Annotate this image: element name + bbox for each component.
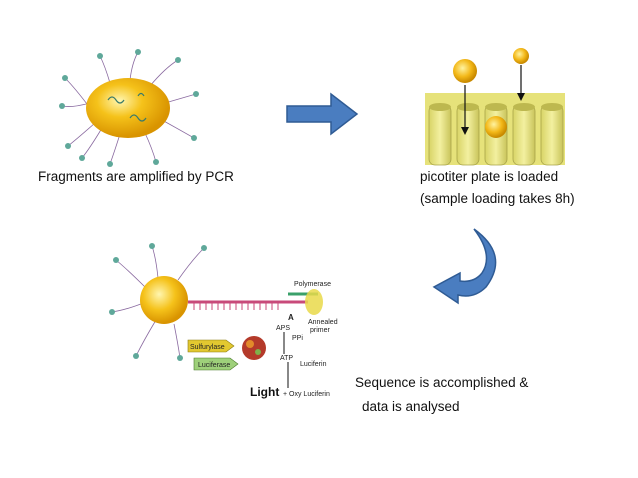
pcr-bead-illustration — [59, 49, 199, 167]
label-light: Light — [250, 385, 279, 399]
pyrosequencing-illustration: Polymerase A Annealed primer APS PPi ATP… — [109, 243, 338, 399]
right-arrow-icon — [286, 92, 359, 136]
curved-arrow-icon — [432, 228, 497, 305]
label-annealed: Annealed — [308, 319, 338, 326]
step2-caption-line2: (sample loading takes 8h) — [420, 191, 575, 206]
step3-caption-line2: data is analysed — [362, 399, 460, 414]
label-atp: ATP — [280, 355, 293, 362]
label-polymerase: Polymerase — [294, 281, 331, 288]
label-luciferin: Luciferin — [300, 361, 327, 368]
step2-caption-line1: picotiter plate is loaded — [420, 169, 559, 184]
label-luciferase: Luciferase — [198, 362, 230, 369]
step3-caption-line1: Sequence is accomplished & — [355, 375, 529, 390]
label-oxy-luciferin: + Oxy Luciferin — [283, 391, 330, 398]
label-sulfurylase: Sulfurylase — [190, 344, 225, 351]
label-a-base: A — [288, 313, 294, 322]
label-ppi: PPi — [292, 335, 303, 342]
label-primer: primer — [310, 327, 331, 334]
step1-caption: Fragments are amplified by PCR — [38, 169, 234, 184]
label-aps: APS — [276, 325, 290, 332]
picotiter-plate-illustration — [425, 48, 565, 166]
